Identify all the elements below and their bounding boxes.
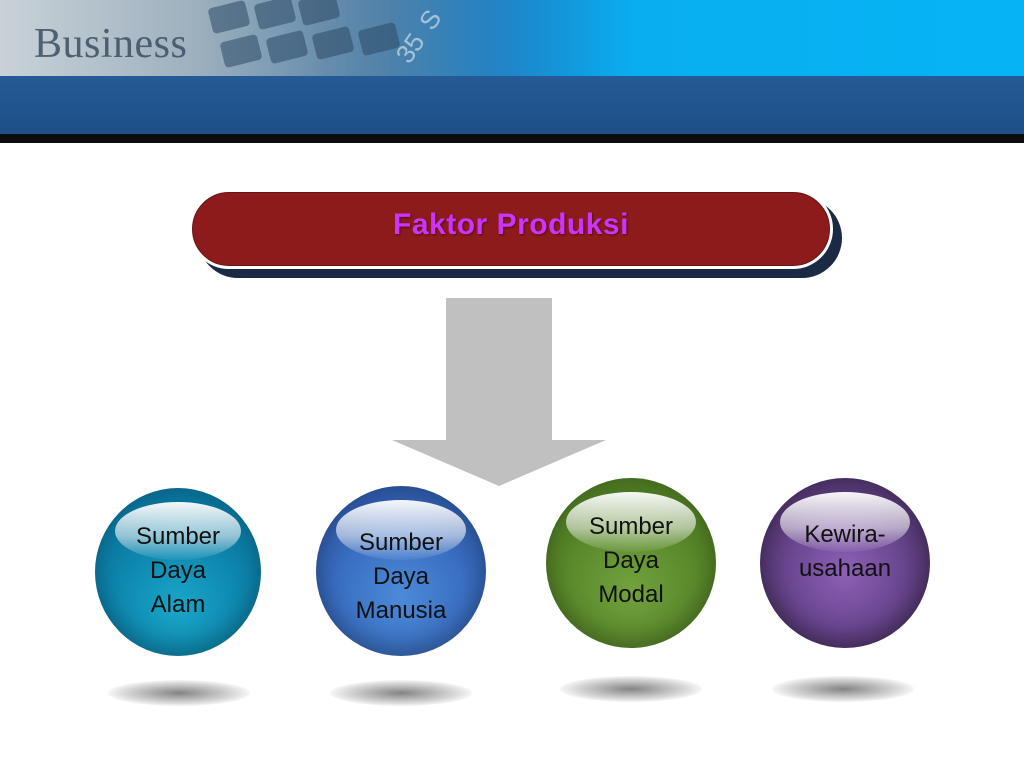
title-pill: Faktor Produksi bbox=[189, 189, 833, 269]
factor-node-sumber-daya-alam: Sumber Daya Alam bbox=[95, 488, 261, 656]
sphere-highlight bbox=[336, 500, 466, 560]
sphere-highlight bbox=[115, 502, 241, 560]
sphere-highlight bbox=[780, 492, 910, 552]
factor-node-sumber-daya-modal: Sumber Daya Modal bbox=[546, 478, 716, 648]
factor-label-line: Daya bbox=[602, 547, 660, 574]
factor-label: Sumber Daya Manusia bbox=[316, 526, 486, 628]
header-divider bbox=[0, 134, 1024, 143]
sphere-floor-shadow bbox=[330, 680, 472, 706]
diagram-title: Faktor Produksi bbox=[393, 208, 629, 241]
factor-label-line: Sumber bbox=[588, 513, 674, 540]
sphere-highlight bbox=[566, 492, 696, 552]
header-banner: 35 S Business bbox=[0, 0, 1024, 76]
down-arrow-icon bbox=[392, 298, 606, 486]
factor-label-line: Daya bbox=[372, 563, 430, 590]
sphere-floor-shadow bbox=[772, 676, 914, 702]
factor-label-line: Daya bbox=[149, 557, 207, 584]
sphere-floor-shadow bbox=[560, 676, 702, 702]
factor-node-kewirausahaan: Kewira- usahaan bbox=[760, 478, 930, 648]
factor-label-line: Kewira- bbox=[804, 521, 886, 548]
factor-label: Sumber Daya Modal bbox=[546, 510, 716, 612]
header-band bbox=[0, 76, 1024, 134]
factor-node-sumber-daya-manusia: Sumber Daya Manusia bbox=[316, 486, 486, 656]
banner-logo-text: Business bbox=[34, 21, 188, 67]
keyboard-photo-image: 35 S bbox=[0, 0, 560, 76]
factor-label-line: usahaan bbox=[798, 555, 892, 582]
factor-label-line: Sumber bbox=[135, 523, 221, 550]
factor-label-line: Modal bbox=[598, 581, 664, 608]
factor-label-line: Sumber bbox=[358, 529, 444, 556]
factor-label-line: Alam bbox=[150, 591, 206, 618]
factor-label-line: Manusia bbox=[355, 597, 447, 624]
factor-label: Kewira- usahaan bbox=[760, 518, 930, 586]
sphere-floor-shadow bbox=[108, 680, 250, 706]
factor-label: Sumber Daya Alam bbox=[95, 520, 261, 622]
